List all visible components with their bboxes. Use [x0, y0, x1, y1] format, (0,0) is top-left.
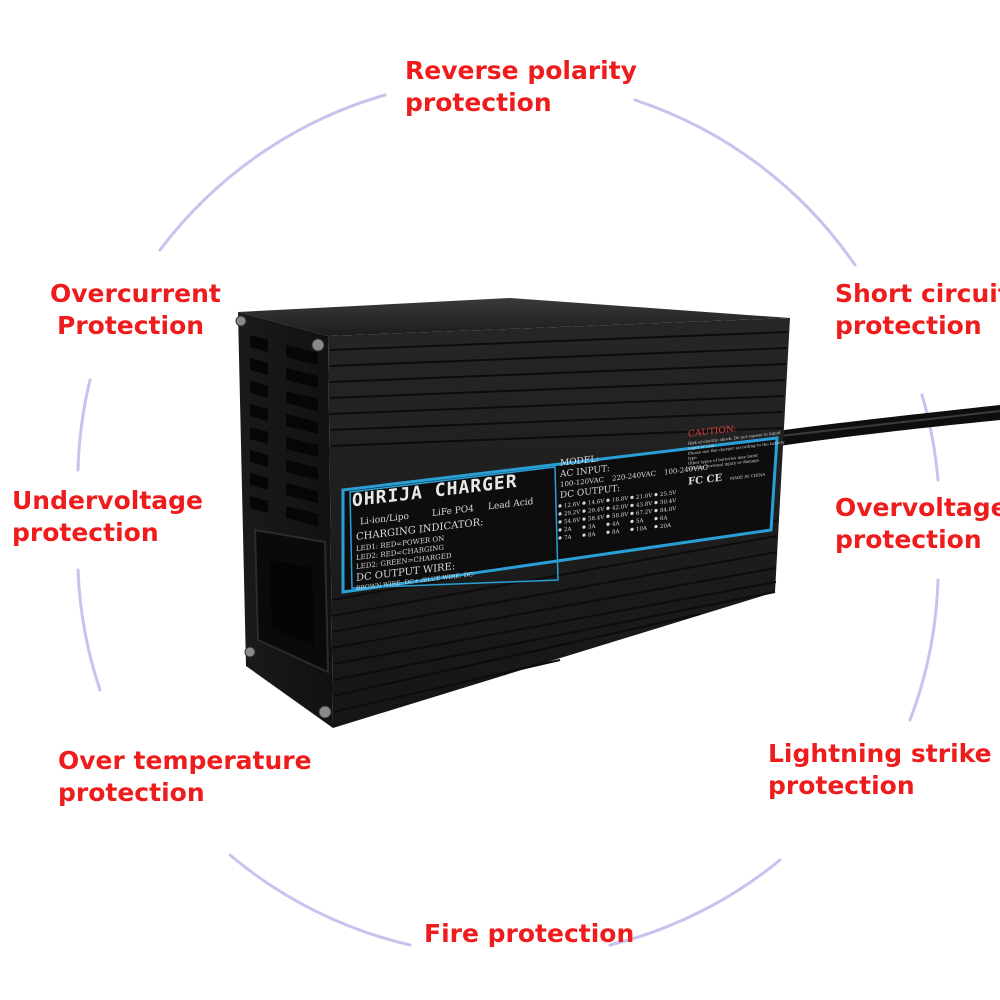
feature-reverse-polarity: Reverse polarity protection	[405, 55, 637, 119]
option-value: 2A	[564, 526, 572, 533]
option-dot	[606, 514, 610, 518]
option-value: 29.4V	[588, 507, 605, 515]
ring-arc-left-lower	[76, 568, 102, 692]
option-dot	[630, 495, 634, 500]
feature-line: Overvoltage	[835, 493, 1000, 522]
option-value: 84.0V	[660, 506, 677, 514]
option-value: 5A	[636, 518, 644, 525]
ring-arc-right-upper	[920, 393, 940, 482]
option-value: 8A	[612, 529, 620, 536]
feature-line: Protection	[57, 311, 205, 340]
option-value: 50.4V	[660, 498, 677, 506]
feature-line: Fire protection	[424, 919, 635, 948]
model: MODEL:	[560, 454, 599, 469]
option-value: 6A	[660, 515, 668, 522]
ring-arc-bottom-right	[608, 858, 782, 947]
option-value: 58.4V	[588, 515, 605, 523]
option-value: 3A	[588, 524, 596, 531]
option-value: 58.8V	[612, 512, 629, 520]
caution-line-4: type	[688, 455, 697, 461]
option-dot	[582, 533, 586, 537]
option-dot	[630, 527, 634, 532]
feature-line: Undervoltage	[12, 486, 203, 515]
option-dot	[630, 503, 634, 508]
option-value: 20A	[660, 523, 672, 530]
option-value: 8A	[588, 532, 596, 539]
option-dot	[558, 504, 562, 508]
feature-overcurrent: Overcurrent Protection	[50, 278, 221, 342]
ring-arc-top-right	[633, 98, 857, 267]
feature-line: protection	[768, 771, 915, 800]
option-dot	[558, 520, 562, 524]
option-dot	[582, 501, 586, 505]
option-value: 4A	[612, 521, 620, 528]
ring-arc-top-left	[158, 93, 387, 252]
option-value: 54.6V	[564, 517, 581, 525]
feature-line: Overcurrent	[50, 279, 221, 308]
option-dot	[630, 511, 634, 516]
feature-line: protection	[58, 778, 205, 807]
option-dot	[582, 517, 586, 521]
option-value: 67.2V	[636, 509, 653, 517]
feature-line: Reverse polarity	[405, 56, 637, 85]
option-value: 16.8V	[612, 496, 629, 504]
chemistry-2: LiFe PO4	[432, 504, 474, 519]
feature-line: protection	[405, 88, 552, 117]
option-dot	[654, 492, 658, 497]
feature-line: Short circuit	[835, 279, 1000, 308]
ring-arc-right-lower	[908, 578, 940, 722]
option-dot	[606, 530, 610, 534]
feature-lightning-strike: Lightning strike protection	[768, 738, 992, 802]
option-value: 10A	[636, 526, 648, 533]
feature-line: protection	[12, 518, 159, 547]
certification-marks: FC CE	[688, 473, 722, 488]
option-dot	[558, 528, 562, 532]
option-dot	[558, 536, 562, 540]
ring-arc-left-upper	[76, 378, 92, 472]
voltage-grid: 12.6V 14.6V 16.8V 21.0V 25.5V 29.2V 29.4V 42.0V…	[558, 490, 677, 541]
option-dot	[582, 509, 586, 513]
option-dot	[654, 524, 658, 529]
feature-line: protection	[835, 525, 982, 554]
option-value: 29.2V	[564, 509, 581, 517]
option-value: 12.6V	[564, 501, 581, 509]
option-dot	[654, 516, 658, 521]
option-value: 43.8V	[636, 501, 653, 509]
made-in: MADE IN CHINA	[730, 472, 765, 481]
option-value: 25.5V	[660, 490, 677, 498]
option-value: 7A	[564, 534, 572, 541]
option-value: 21.0V	[636, 493, 653, 501]
feature-undervoltage: Undervoltage protection	[12, 485, 203, 549]
feature-short-circuit: Short circuit protection	[835, 278, 1000, 342]
feature-over-temperature: Over temperature protection	[58, 745, 312, 809]
power-cable	[770, 405, 1000, 447]
option-dot	[654, 500, 658, 505]
ring-arc-bottom-left	[228, 853, 412, 947]
feature-line: Lightning strike	[768, 739, 992, 768]
option-dot	[654, 508, 658, 513]
option-dot	[606, 506, 610, 510]
feature-line: protection	[835, 311, 982, 340]
vent-slots	[250, 335, 318, 526]
option-value: 14.6V	[588, 499, 605, 507]
option-dot	[606, 498, 610, 502]
option-dot	[582, 525, 586, 529]
option-dot	[558, 512, 562, 516]
option-value: 42.0V	[612, 504, 629, 512]
feature-line: Over temperature	[58, 746, 312, 775]
feature-fire: Fire protection	[424, 918, 634, 950]
option-dot	[630, 519, 634, 524]
feature-overvoltage: Overvoltage protection	[835, 492, 1000, 556]
charger-top	[238, 298, 790, 336]
caution-line-2: vapor or rain	[687, 443, 715, 451]
option-dot	[606, 522, 610, 526]
screws	[235, 315, 332, 719]
